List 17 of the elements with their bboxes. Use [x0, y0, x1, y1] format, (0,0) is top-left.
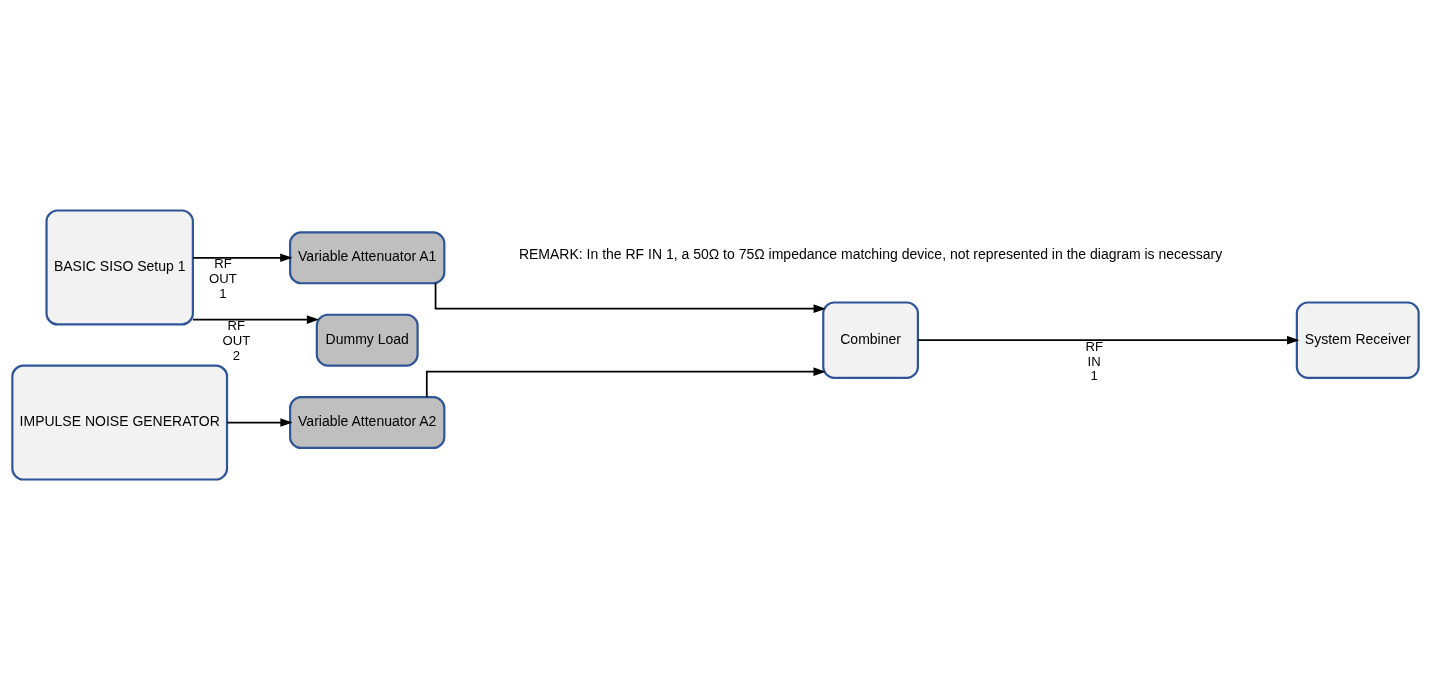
- arrow: [917, 335, 1300, 344]
- arrow: [425, 366, 826, 398]
- edge-label: RF OUT 2: [222, 317, 251, 363]
- node-box: Combiner: [822, 300, 919, 379]
- node-box: Dummy Load: [315, 313, 419, 367]
- arrow: [434, 281, 826, 313]
- arrow: [192, 314, 320, 324]
- edge-label: RF IN 1: [1085, 338, 1103, 383]
- label: REMARK: In the RF IN 1, a 50Ω to 75Ω impedance matching device, not represented in the diagram is necessary: [518, 245, 1223, 262]
- edge-label: RF OUT 1: [209, 255, 237, 301]
- arrow: [226, 417, 293, 427]
- node-box: IMPULSE NOISE GENERATOR: [11, 364, 229, 481]
- node-box: Variable Attenuator A2: [289, 395, 446, 449]
- arrow: [192, 253, 293, 262]
- node-box: Variable Attenuator A1: [289, 230, 446, 284]
- node-box: BASIC SISO Setup 1: [45, 208, 194, 325]
- node-box: System Receiver: [1295, 300, 1420, 379]
